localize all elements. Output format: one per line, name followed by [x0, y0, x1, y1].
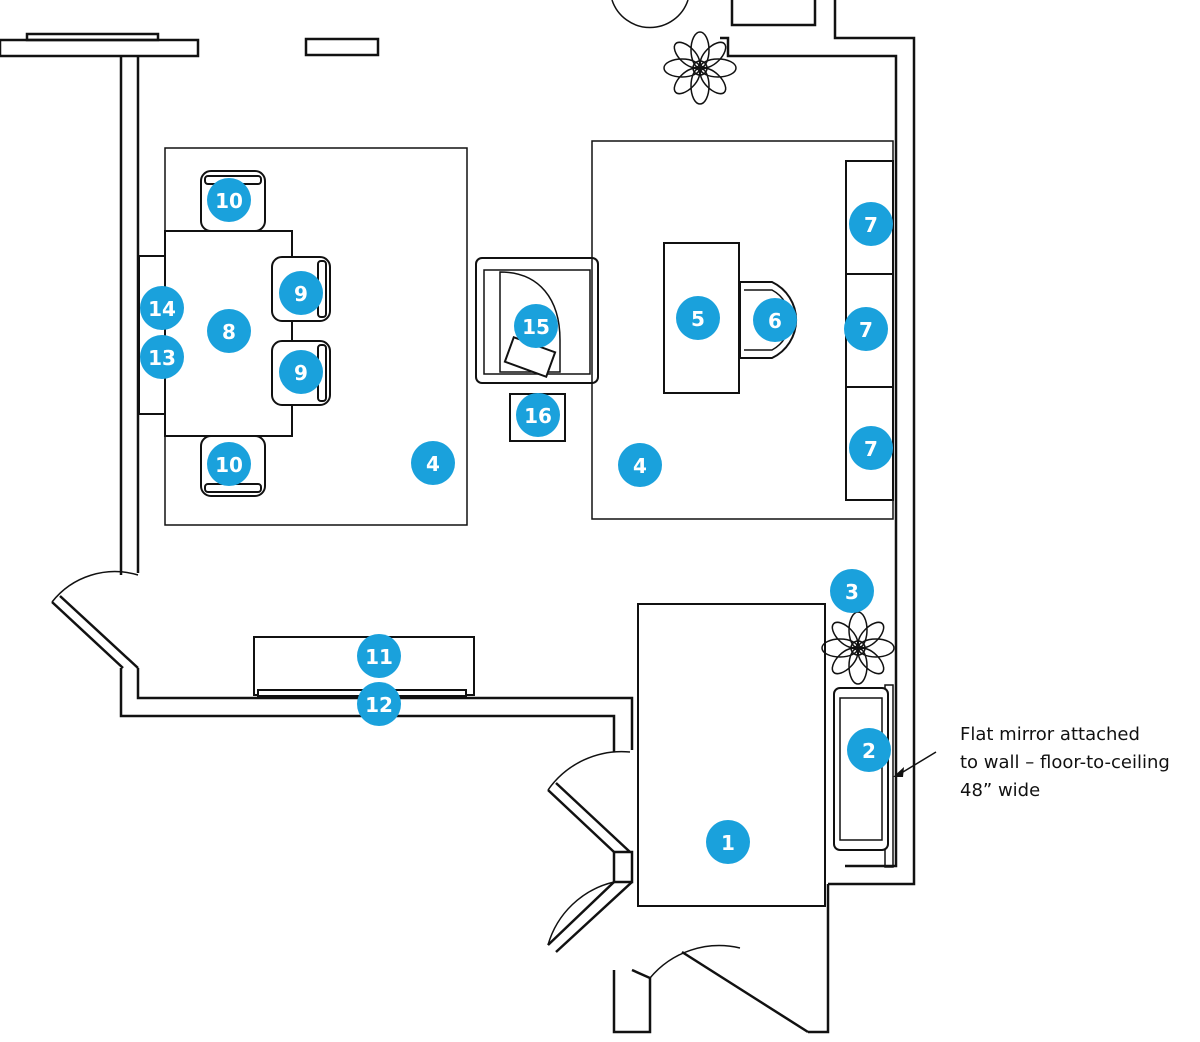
svg-text:14: 14 — [148, 297, 176, 321]
svg-text:2: 2 — [862, 739, 876, 763]
bottom-door-swing — [649, 944, 741, 979]
marker-4-left: 4 — [411, 441, 455, 485]
svg-text:11: 11 — [365, 645, 393, 669]
right-wall-outer — [828, 0, 916, 886]
marker-7-middle: 7 — [844, 307, 888, 351]
marker-13: 13 — [140, 335, 184, 379]
entrance-door-leaf-1 — [547, 789, 615, 853]
marker-12: 12 — [357, 682, 401, 726]
svg-text:8: 8 — [222, 320, 236, 344]
svg-text:16: 16 — [524, 404, 552, 428]
svg-text:9: 9 — [294, 361, 308, 385]
bottom-wall-left — [612, 968, 652, 1034]
marker-7-bottom: 7 — [849, 426, 893, 470]
bottom-wall-right — [808, 884, 830, 1034]
entrance-door-leaf-2b — [555, 881, 633, 953]
marker-9-lower: 9 — [279, 350, 323, 394]
marker-14: 14 — [140, 286, 184, 330]
annotation-line-3: 48” wide — [960, 780, 1041, 801]
bottom-door-leaf — [681, 950, 809, 1034]
svg-text:9: 9 — [294, 282, 308, 306]
left-door-leaf — [51, 601, 124, 669]
top-right-wall — [730, 0, 817, 27]
marker-8: 8 — [207, 309, 251, 353]
number-markers: 10 10 9 9 14 13 8 4 15 16 5 6 7 7 7 4 3 … — [140, 178, 893, 864]
mirror-pointer-head — [893, 767, 904, 777]
marker-11: 11 — [357, 634, 401, 678]
marker-2: 2 — [847, 728, 891, 772]
plant-bottom — [821, 611, 895, 685]
annotation-line-1: Flat mirror attached — [960, 724, 1140, 745]
entrance-jamb — [612, 850, 634, 884]
top-small-window — [304, 37, 380, 57]
entrance-door-swing-1 — [547, 750, 631, 791]
svg-text:1: 1 — [721, 831, 735, 855]
mirror-annotation: Flat mirror attached to wall – floor-to-… — [960, 721, 1190, 805]
marker-7-top: 7 — [849, 202, 893, 246]
svg-text:7: 7 — [859, 318, 873, 342]
svg-text:15: 15 — [522, 315, 550, 339]
top-left-window — [25, 32, 160, 42]
marker-15: 15 — [514, 304, 558, 348]
svg-text:10: 10 — [215, 453, 243, 477]
entrance-door-swing-2 — [547, 881, 615, 946]
left-door-leaf-inner — [59, 595, 139, 669]
svg-text:6: 6 — [768, 309, 782, 333]
top-door-arc — [611, 0, 689, 29]
marker-6: 6 — [753, 298, 797, 342]
svg-text:3: 3 — [845, 580, 859, 604]
top-left-wall — [0, 38, 200, 58]
marker-4-right: 4 — [618, 443, 662, 487]
marker-10-top: 10 — [207, 178, 251, 222]
svg-text:4: 4 — [426, 452, 440, 476]
plant-top — [663, 31, 737, 105]
right-wall-inner — [720, 36, 898, 868]
left-door-swing — [51, 570, 139, 603]
svg-text:12: 12 — [365, 693, 393, 717]
svg-text:10: 10 — [215, 189, 243, 213]
svg-text:4: 4 — [633, 454, 647, 478]
svg-text:7: 7 — [864, 437, 878, 461]
svg-text:13: 13 — [148, 346, 176, 370]
svg-text:7: 7 — [864, 213, 878, 237]
marker-16: 16 — [516, 393, 560, 437]
marker-5: 5 — [676, 296, 720, 340]
mirror-pointer — [897, 751, 937, 776]
entrance-door-leaf-1b — [555, 782, 631, 853]
marker-9-upper: 9 — [279, 271, 323, 315]
entrance-door-leaf-2 — [547, 881, 615, 946]
annotation-line-2: to wall – floor-to-ceiling — [960, 752, 1170, 773]
svg-text:5: 5 — [691, 307, 705, 331]
marker-10-bottom: 10 — [207, 442, 251, 486]
marker-1: 1 — [706, 820, 750, 864]
marker-3: 3 — [830, 569, 874, 613]
entry-bench-inner — [839, 697, 883, 841]
